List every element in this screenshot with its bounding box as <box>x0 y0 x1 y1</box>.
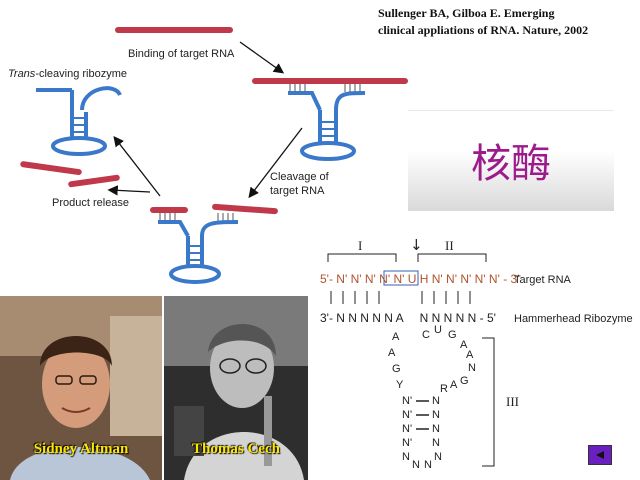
recycle-arrow <box>113 135 161 197</box>
region-1-label: I <box>358 238 362 253</box>
stem-right-3: N <box>432 423 440 435</box>
region-2-label: II <box>445 238 454 253</box>
loop-left-1: A <box>392 331 400 343</box>
product-fragment-1 <box>20 161 82 176</box>
altman-portrait <box>0 296 162 480</box>
title-panel: 核酶 <box>408 110 614 211</box>
region-3-label: III <box>506 394 519 409</box>
loop-bottom-3: N <box>424 459 432 470</box>
cech-portrait <box>164 296 308 480</box>
binding-arrow <box>239 41 285 74</box>
loop-top-3: G <box>448 329 457 341</box>
citation: Sullenger BA, Gilboa E. Emerging clinica… <box>378 5 636 39</box>
loop-top-2: U <box>434 324 442 336</box>
back-nav-button[interactable] <box>588 445 612 465</box>
free-ribozyme: Trans-cleaving ribozyme <box>8 68 127 156</box>
cleavage-site-arrow: ↓ <box>410 236 423 254</box>
loop-bottom-1: N <box>402 451 410 463</box>
photo-sidney-altman: Sidney Altman <box>0 296 162 480</box>
base-pair-lines <box>330 291 471 304</box>
catalytic-core: A A G Y C U G A A N G A R N' N' N' N' N … <box>388 324 476 470</box>
loop-right-5: R <box>440 383 448 395</box>
loop-top-1: C <box>422 329 430 341</box>
citation-line2: clinical appliations of RNA. Nature, 200… <box>378 23 589 37</box>
ribozyme-label: Hammerhead Ribozyme <box>514 313 633 325</box>
target-rna-label: Target RNA <box>514 274 572 286</box>
region-3-bracket <box>482 337 495 467</box>
release-arrow <box>107 185 151 196</box>
loop-left-3: G <box>392 363 401 375</box>
loop-top-4: A <box>460 339 468 351</box>
cleavage-arrow <box>248 127 303 199</box>
core-box <box>383 270 419 286</box>
binding-label: Binding of target RNA <box>128 48 235 60</box>
back-arrow-icon <box>596 451 604 459</box>
cech-caption: Thomas Cech <box>192 441 280 457</box>
loop-left-4: Y <box>396 379 404 391</box>
loop-left-2: A <box>388 347 396 359</box>
loop-right-2: N <box>468 362 476 374</box>
stem-pair-lines <box>416 400 429 430</box>
ribozyme-sequence: 3'- N N N N N A N N N N N - 5' <box>320 311 496 325</box>
loop-right-4: A <box>450 379 458 391</box>
loop-right-1: A <box>466 349 474 361</box>
cleaved-complex <box>150 203 278 284</box>
page-title: 核酶 <box>471 141 551 187</box>
cleavage-label-1: Cleavage of <box>270 171 330 183</box>
citation-line1: Sullenger BA, Gilboa E. Emerging <box>378 6 555 20</box>
bound-complex <box>252 78 408 161</box>
stem-right-4: N <box>432 437 440 449</box>
stem-left-1: N' <box>402 395 412 407</box>
cleavage-label-2: target RNA <box>270 185 325 197</box>
product-release-label: Product release <box>52 197 129 209</box>
hammerhead-ribozyme-diagram: I II ↓ 5'- N' N' N' N' N' U H N' N' N' N… <box>320 236 633 470</box>
loop-right-3: G <box>460 375 469 387</box>
stem-left-3: N' <box>402 423 412 435</box>
altman-caption: Sidney Altman <box>33 441 129 457</box>
photo-thomas-cech: Thomas Cech <box>164 296 308 480</box>
loop-bottom-4: N <box>434 451 442 463</box>
target-rna-sequence: 5'- N' N' N' N' N' U H N' N' N' N' N' - … <box>320 272 520 286</box>
trans-cleaving-label: Trans-cleaving ribozyme <box>8 68 127 80</box>
stem-right-2: N <box>432 409 440 421</box>
ribozyme-cycle-diagram: Binding of target RNA Trans-cleaving rib… <box>8 27 408 284</box>
loop-bottom-2: N <box>412 459 420 470</box>
stem-right-1: N <box>432 395 440 407</box>
target-rna-strand <box>115 27 233 33</box>
stem-left-4: N' <box>402 437 412 449</box>
product-fragment-2 <box>68 174 120 188</box>
stem-left-2: N' <box>402 409 412 421</box>
